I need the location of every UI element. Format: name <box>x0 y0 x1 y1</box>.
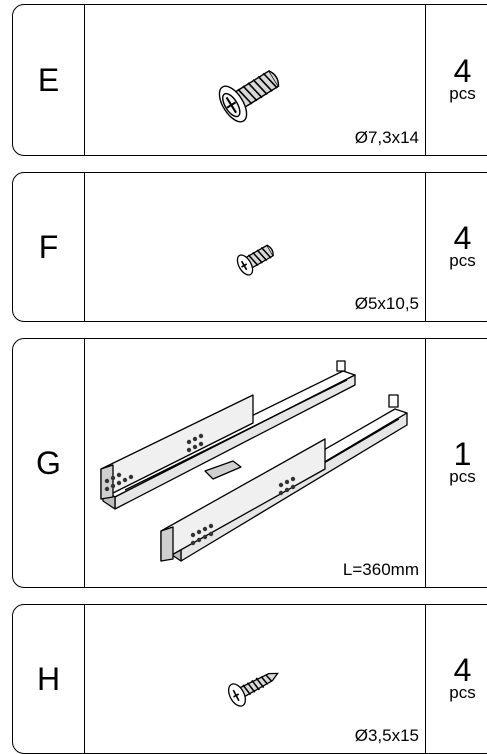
drawer-slide-icon <box>100 360 408 562</box>
part-picture: Ø5x10,5 <box>85 173 425 321</box>
part-picture: Ø3,5x15 <box>85 605 425 753</box>
part-size-label: Ø7,3x14 <box>354 128 419 147</box>
quantity-number: 4 <box>453 53 472 89</box>
part-picture: Ø7,3x14 <box>85 5 425 155</box>
part-letter: E <box>13 5 85 155</box>
euro-screw-icon <box>218 69 280 123</box>
part-card-f: F Ø5x10,5 4 pcs <box>12 172 487 322</box>
part-card-g: G <box>12 338 487 588</box>
part-letter: G <box>13 339 85 587</box>
quantity-unit: pcs <box>449 84 476 103</box>
part-letter: H <box>13 605 85 753</box>
quantity-number: 4 <box>453 652 472 688</box>
part-quantity: 1 pcs <box>425 339 487 587</box>
part-card-h: H Ø3,5x15 4 pcs <box>12 604 487 754</box>
wood-screw-icon <box>227 672 279 707</box>
quantity-number: 4 <box>453 220 472 256</box>
part-quantity: 4 pcs <box>425 173 487 321</box>
quantity-unit: pcs <box>449 251 476 270</box>
part-size-label: Ø3,5x15 <box>354 726 419 745</box>
part-quantity: 4 pcs <box>425 5 487 155</box>
part-size-label: L=360mm <box>342 560 419 579</box>
quantity-unit: pcs <box>449 467 476 486</box>
short-screw-icon <box>236 244 275 276</box>
part-letter: F <box>13 173 85 321</box>
part-size-label: Ø5x10,5 <box>354 294 419 313</box>
part-quantity: 4 pcs <box>425 605 487 753</box>
quantity-number: 1 <box>453 436 472 472</box>
part-card-e: E Ø7,3x14 4 pcs <box>12 4 487 156</box>
quantity-unit: pcs <box>449 683 476 702</box>
part-picture: L=360mm <box>85 339 425 587</box>
